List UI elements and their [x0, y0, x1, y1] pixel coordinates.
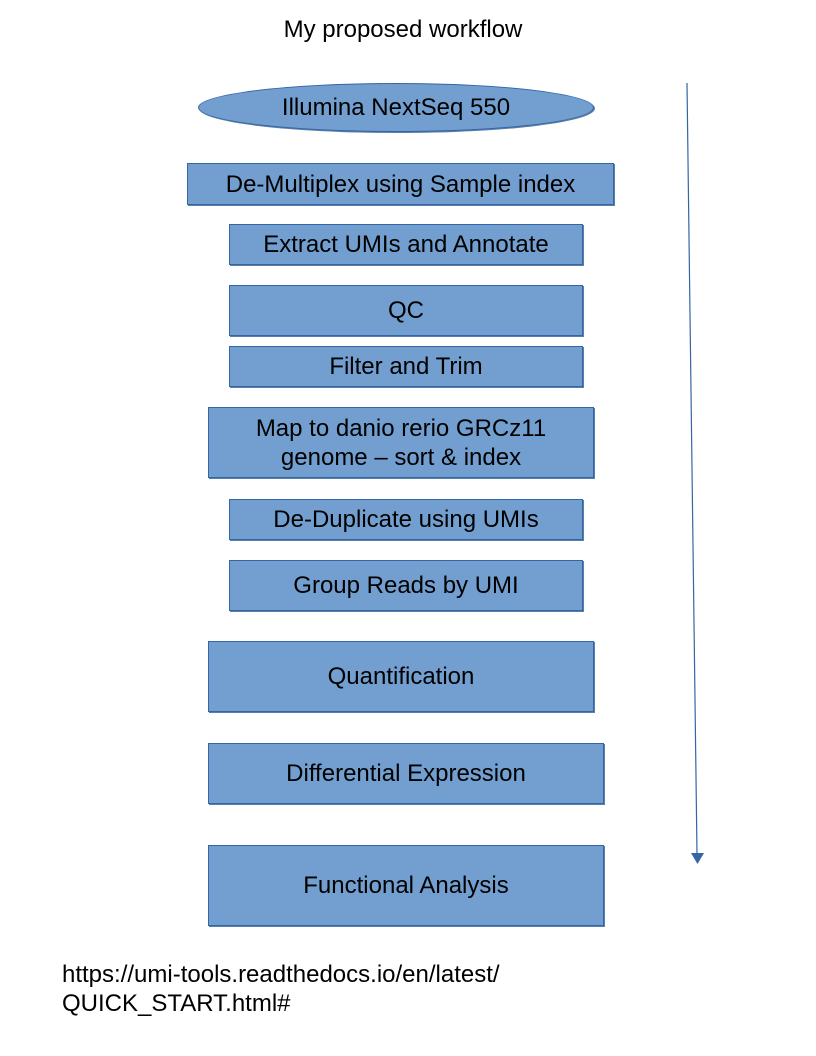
step-label: Filter and Trim [329, 353, 483, 380]
flow-arrow-line [686, 82, 698, 855]
step-label: Extract UMIs and Annotate [263, 231, 549, 258]
step-label: Illumina NextSeq 550 [281, 94, 511, 121]
flow-arrow-head [691, 853, 704, 864]
reference-link-line1[interactable]: https://umi-tools.readthedocs.io/en/late… [62, 961, 500, 988]
reference-link-line2[interactable]: QUICK_START.html# [62, 990, 291, 1017]
step-label: Map to danio rerio GRCz11 genome – sort … [255, 414, 547, 471]
step-qc: QC [229, 285, 583, 336]
step-functional-analysis: Functional Analysis [208, 845, 604, 926]
step-deduplicate: De-Duplicate using UMIs [229, 499, 583, 540]
step-label: De-Duplicate using UMIs [273, 506, 539, 533]
diagram-title: My proposed workflow [283, 16, 523, 43]
reference-link[interactable]: https://umi-tools.readthedocs.io/en/late… [62, 960, 500, 1018]
step-map-genome: Map to danio rerio GRCz11 genome – sort … [208, 407, 594, 478]
step-differential-expression: Differential Expression [208, 743, 604, 804]
step-quantification: Quantification [208, 641, 594, 712]
step-extract-umis: Extract UMIs and Annotate [229, 224, 583, 265]
step-label: De-Multiplex using Sample index [225, 170, 576, 198]
step-illumina-nextseq: Illumina NextSeq 550 [198, 83, 594, 132]
step-label: Differential Expression [286, 760, 526, 787]
step-label: QC [388, 297, 424, 324]
step-demultiplex: De-Multiplex using Sample index [187, 163, 614, 205]
step-label: Quantification [327, 663, 475, 690]
step-filter-trim: Filter and Trim [229, 346, 583, 387]
step-group-reads: Group Reads by UMI [229, 560, 583, 611]
step-label: Group Reads by UMI [293, 572, 519, 599]
step-label: Functional Analysis [303, 872, 509, 899]
